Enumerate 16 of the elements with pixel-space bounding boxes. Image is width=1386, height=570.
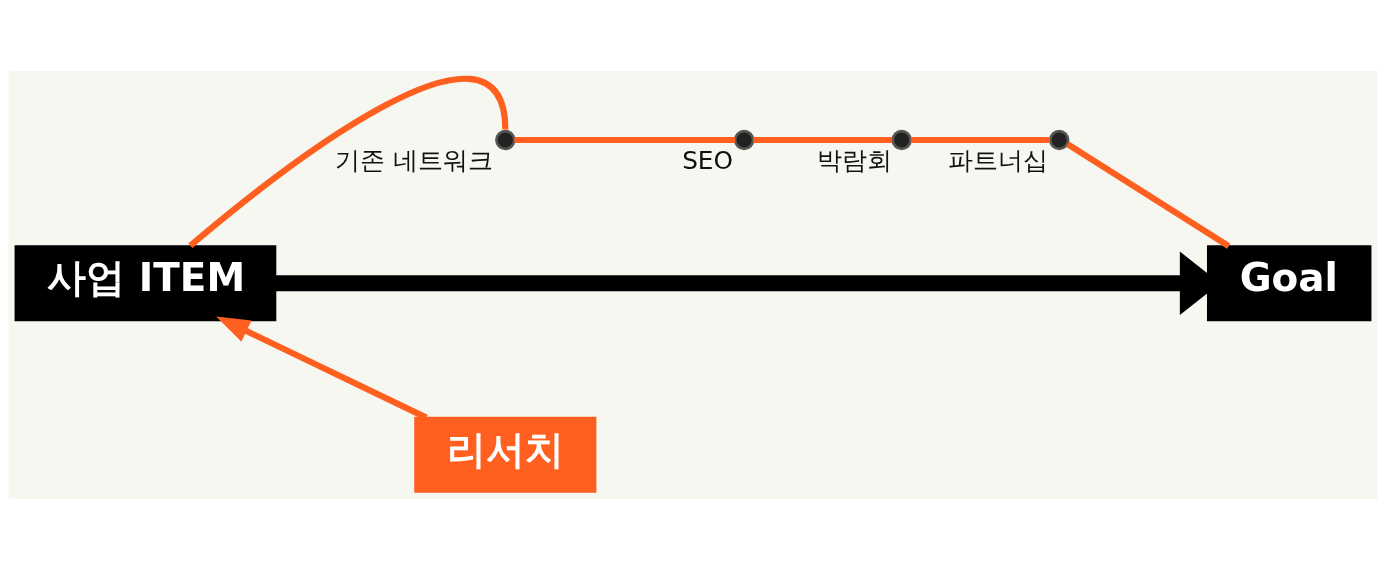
connector (188, 76, 509, 248)
node-label: 박람회 (816, 145, 892, 175)
node-label: SEO (682, 145, 734, 175)
node-box: 사업 ITEM (14, 245, 277, 322)
node-box: 리서치 (414, 416, 597, 493)
node-circle (1049, 129, 1070, 151)
node-circle (495, 129, 516, 151)
connector (753, 136, 893, 144)
connector (514, 136, 736, 144)
node-label: 기존 네트워크 (335, 145, 494, 175)
node-circle (891, 129, 912, 151)
node-box: Goal (1206, 245, 1372, 322)
node-circle (733, 129, 755, 151)
connector (1065, 141, 1231, 249)
node-label: 파트너십 (947, 145, 1048, 175)
connector (910, 136, 1050, 144)
